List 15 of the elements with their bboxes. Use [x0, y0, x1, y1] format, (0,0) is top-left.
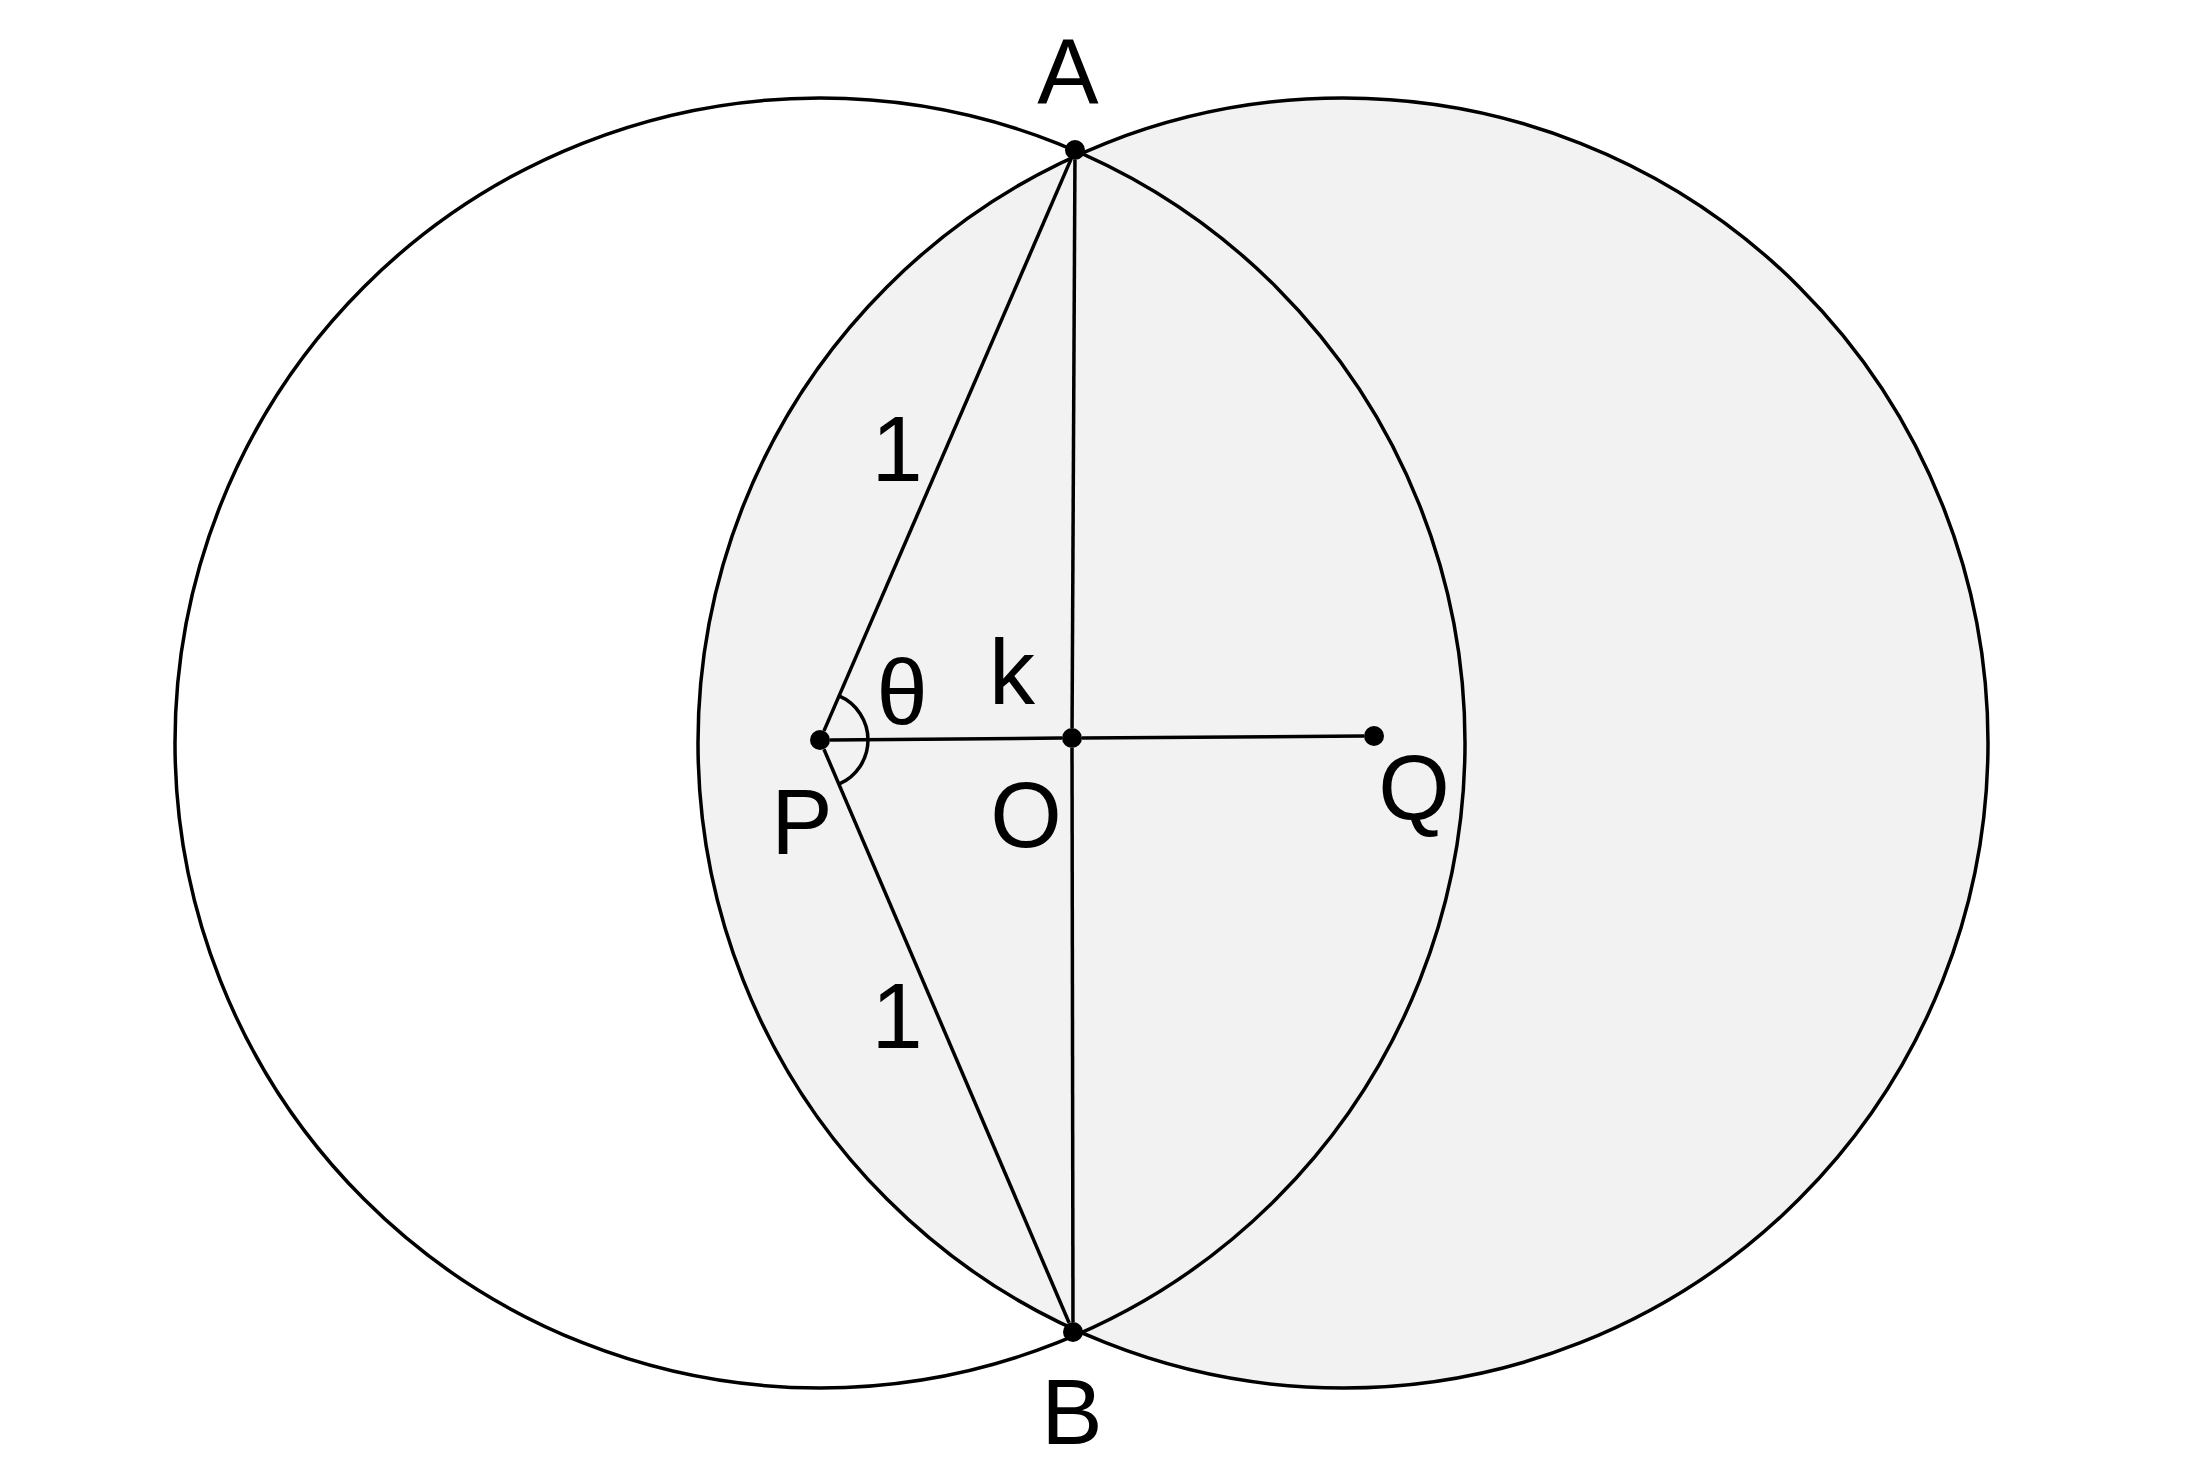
point-label: P: [771, 776, 833, 868]
line-segment: [822, 158, 1073, 732]
angle-label: θ: [876, 646, 928, 738]
line-segment: [830, 736, 1062, 742]
edge-label: k: [989, 626, 1035, 718]
edge-label: 1: [871, 970, 923, 1062]
line-segment: [1070, 160, 1077, 728]
point-label: B: [1041, 1366, 1103, 1458]
line-segment: [1082, 734, 1364, 740]
point-dot: [1065, 140, 1085, 160]
point-label: A: [1037, 26, 1099, 118]
line-segment: [1070, 748, 1075, 1322]
line-segment: [822, 748, 1071, 1324]
edge-label: 1: [871, 403, 923, 495]
point-label: O: [990, 769, 1062, 861]
